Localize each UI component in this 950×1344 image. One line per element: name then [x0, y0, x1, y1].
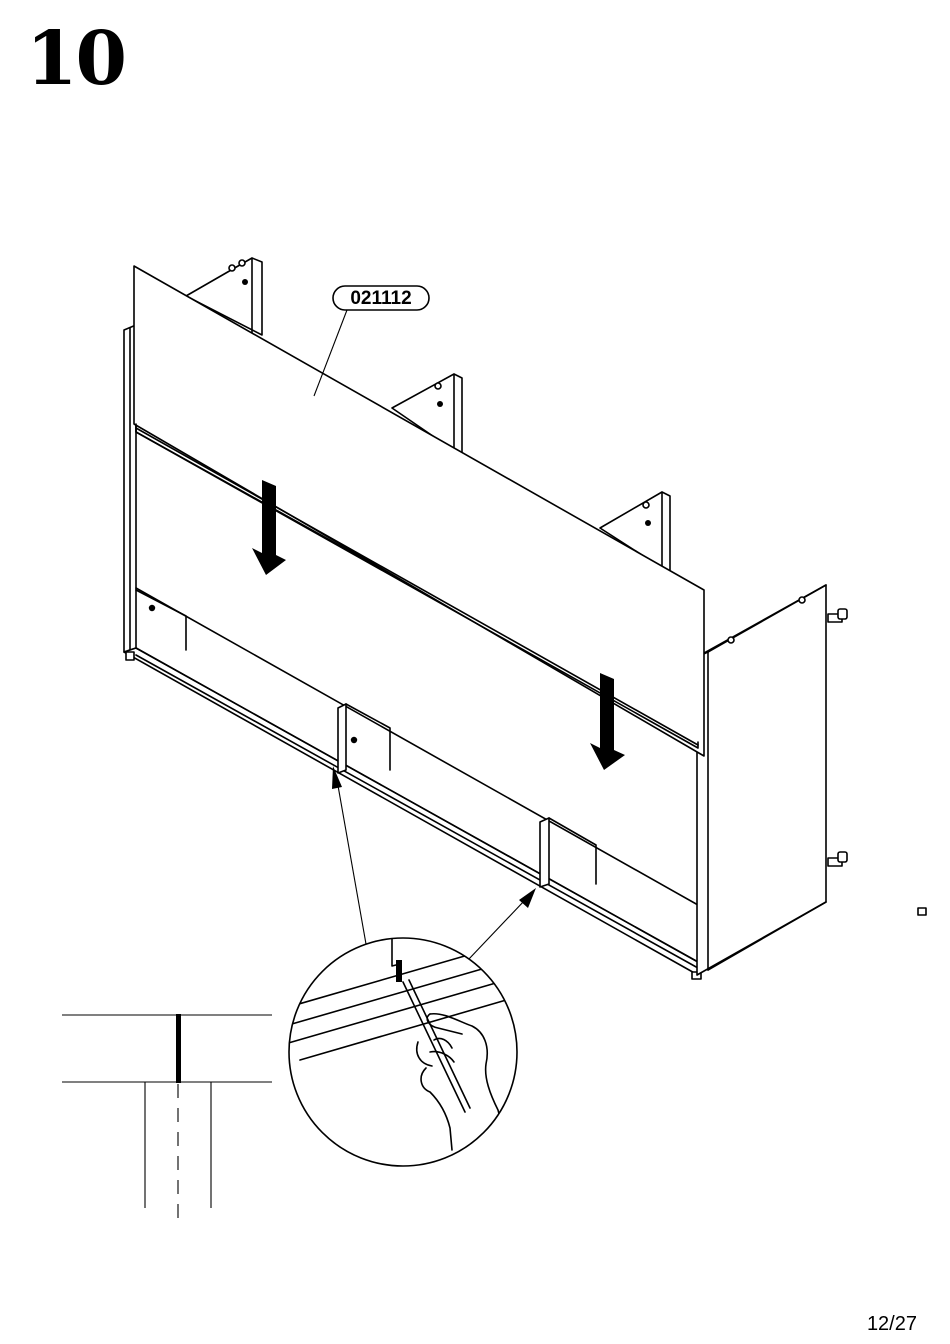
cross-section-detail — [62, 1014, 272, 1228]
back-panel — [134, 266, 704, 756]
page-counter: 12/27 — [867, 1313, 917, 1336]
hinge-top — [828, 609, 847, 622]
part-code: 021112 — [350, 288, 411, 309]
hinge-bottom — [828, 852, 847, 866]
detail-magnifier — [285, 938, 520, 1166]
